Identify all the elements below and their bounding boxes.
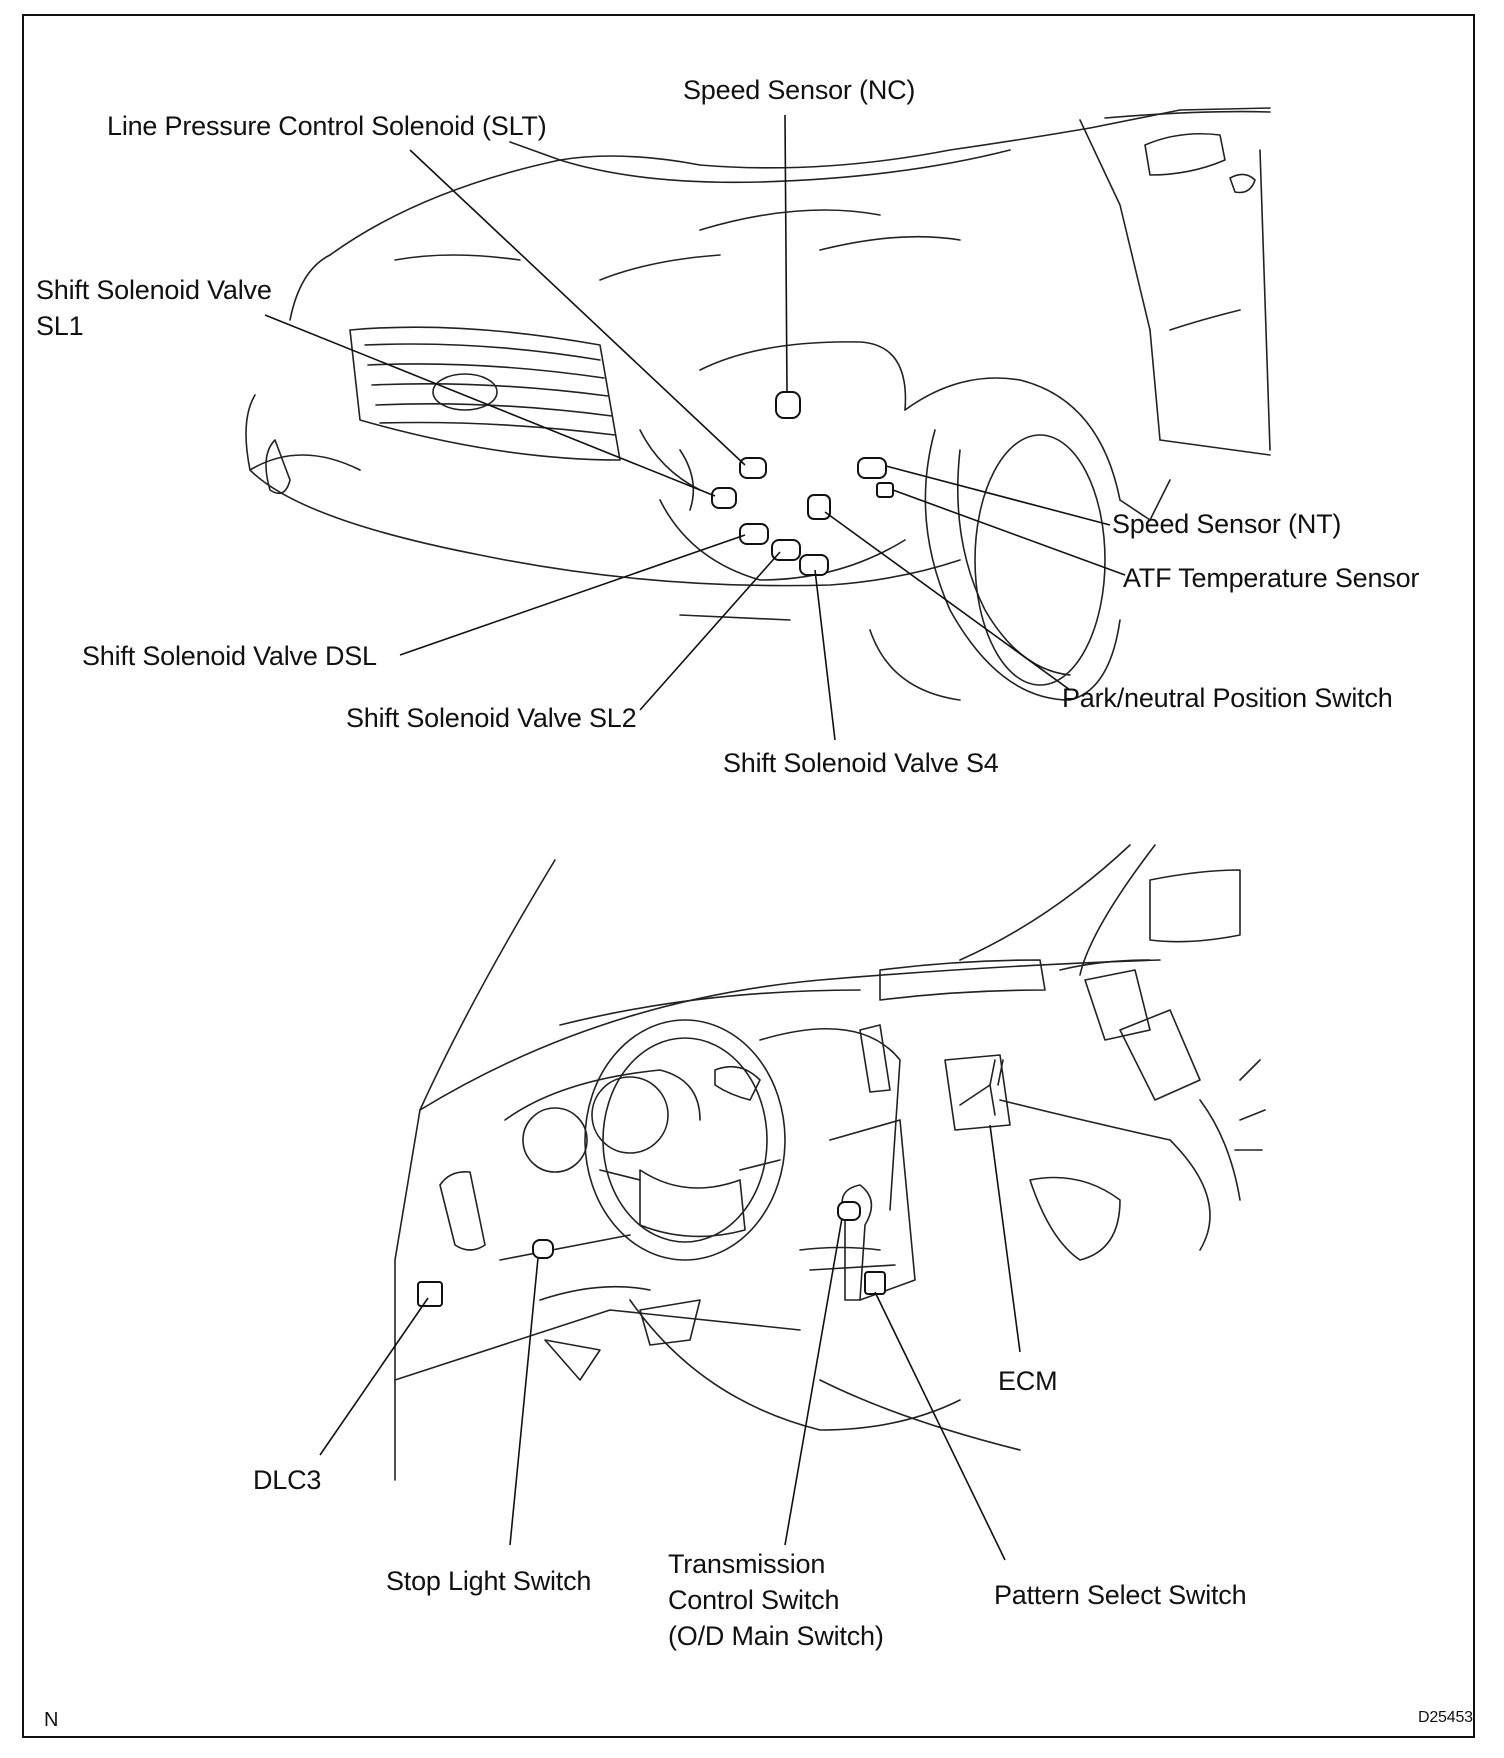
pattern-select-switch-part (864, 1271, 886, 1295)
label-transmission-switch-line2: Control Switch (668, 1585, 840, 1615)
transmission-switch-part (837, 1201, 861, 1221)
label-shift-solenoid-s4: Shift Solenoid Valve S4 (723, 748, 999, 778)
corner-mark: N (44, 1709, 59, 1731)
park-neutral-switch-part (807, 494, 831, 520)
label-transmission-switch-line3: (O/D Main Switch) (668, 1621, 884, 1651)
component-markers-top (711, 391, 894, 576)
atf-temp-sensor-part (876, 482, 894, 498)
dsl-solenoid-part (739, 523, 769, 545)
label-shift-solenoid-sl1-line1: Shift Solenoid Valve (36, 275, 272, 305)
label-shift-solenoid-sl1: Shift Solenoid Valve SL1 (36, 272, 272, 344)
drawing-number: D25453 (1418, 1709, 1473, 1726)
sl1-solenoid-part (711, 487, 737, 509)
label-dlc3: DLC3 (253, 1465, 322, 1495)
label-ecm: ECM (998, 1366, 1058, 1396)
label-line-pressure-solenoid: Line Pressure Control Solenoid (SLT) (107, 111, 547, 141)
label-shift-solenoid-dsl: Shift Solenoid Valve DSL (82, 641, 377, 671)
component-markers-bottom (417, 1201, 886, 1307)
vehicle-front-illustration (245, 107, 1271, 701)
label-shift-solenoid-sl1-line2: SL1 (36, 311, 84, 341)
stop-light-switch-part (532, 1239, 554, 1259)
label-stop-light-switch: Stop Light Switch (386, 1566, 592, 1596)
label-transmission-switch-line1: Transmission (668, 1549, 826, 1579)
label-speed-sensor-nt: Speed Sensor (NT) (1112, 509, 1342, 539)
speed-sensor-nc-part (775, 391, 801, 419)
label-atf-temp-sensor: ATF Temperature Sensor (1123, 563, 1420, 593)
label-speed-sensor-nc: Speed Sensor (NC) (683, 75, 916, 105)
slt-solenoid-part (739, 457, 767, 479)
sl2-solenoid-part (771, 539, 801, 561)
speed-sensor-nt-part (857, 457, 887, 479)
leader-lines-top (264, 114, 1126, 741)
label-pattern-select-switch: Pattern Select Switch (994, 1580, 1247, 1610)
diagram-frame (22, 14, 1475, 1738)
s4-solenoid-part (799, 554, 829, 576)
label-park-neutral-switch: Park/neutral Position Switch (1062, 683, 1393, 713)
label-shift-solenoid-sl2: Shift Solenoid Valve SL2 (346, 703, 637, 733)
dlc3-part (417, 1281, 443, 1307)
leader-lines-bottom (319, 1124, 1021, 1561)
interior-illustration (394, 844, 1266, 1481)
label-transmission-switch: Transmission Control Switch (O/D Main Sw… (668, 1546, 884, 1654)
